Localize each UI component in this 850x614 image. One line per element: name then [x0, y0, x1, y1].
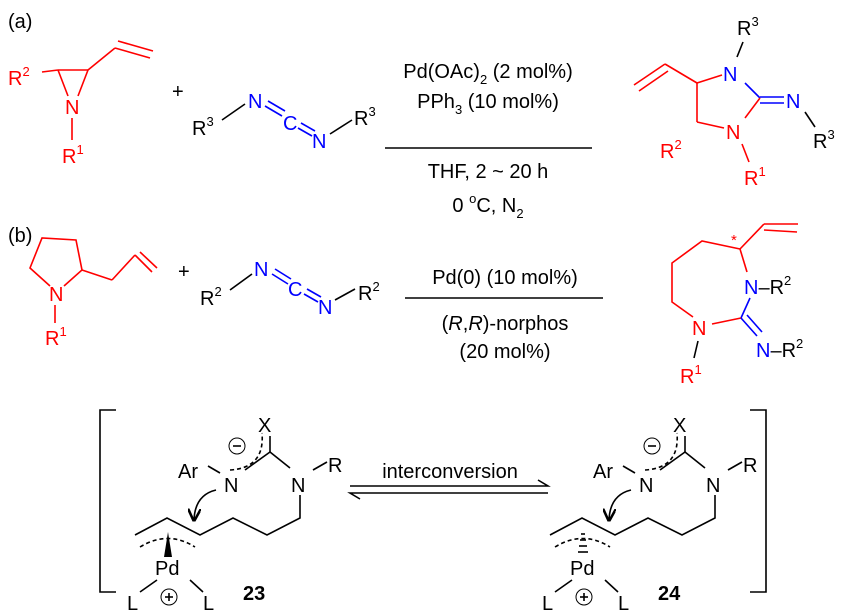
stereocenter-star: * — [731, 232, 737, 249]
r2-label: R2 — [358, 279, 380, 305]
r2-label: R2 — [200, 284, 222, 310]
hashed-bond — [578, 533, 588, 553]
panel-b-label: (b) — [8, 225, 32, 247]
c-atom: C — [283, 113, 297, 135]
n-atom: N — [723, 64, 737, 86]
r1-label: R1 — [45, 324, 67, 350]
ligand-l: L — [618, 593, 629, 614]
n-atom: N — [692, 318, 706, 340]
x-atom: X — [258, 415, 271, 437]
n-atom: N — [248, 91, 262, 113]
r1-label: R1 — [744, 164, 766, 190]
condition-ligand: PPh3 (10 mol%) — [417, 91, 559, 117]
condition-ligand: (R,R)-norphos — [442, 313, 569, 335]
compound-number-24: 24 — [658, 583, 681, 605]
n-r2-group: N–R2 — [744, 273, 791, 299]
aziridine-reactant: R2 N R1 — [8, 40, 154, 168]
ligand-l: L — [203, 593, 214, 614]
ligand-l: L — [127, 593, 138, 614]
r2-label: R2 — [660, 137, 682, 163]
pyrrolidine-reactant: N R1 — [29, 237, 158, 350]
n-atom: N — [49, 284, 63, 306]
r1-label: R1 — [680, 362, 702, 388]
condition-catalyst: Pd(OAc)2 (2 mol%) — [403, 61, 573, 87]
compound-number-23: 23 — [243, 583, 265, 605]
r3-label: R3 — [737, 14, 759, 40]
forward-arrow — [350, 479, 551, 487]
diazepine-product: * N–R2 N N–R2 R1 — [671, 223, 803, 388]
r2-label: R2 — [8, 64, 30, 90]
n-atom: N — [639, 475, 653, 497]
n-atom: N — [726, 122, 740, 144]
condition-catalyst: Pd(0) (10 mol%) — [432, 267, 578, 289]
ligand-l: L — [542, 593, 553, 614]
n-atom: N — [312, 131, 326, 153]
n-atom: N — [254, 259, 268, 281]
n-atom: N — [224, 475, 238, 497]
panel-a-label: (a) — [8, 11, 32, 33]
r3-label: R3 — [813, 127, 835, 153]
curved-arrow — [194, 489, 217, 520]
pd-atom: Pd — [570, 558, 594, 580]
right-bracket — [750, 409, 767, 593]
panel-a: (a) R2 N R1 + R3 N C N R3 — [8, 11, 835, 221]
curved-arrow — [609, 489, 632, 520]
ar-label: Ar — [593, 461, 613, 483]
r3-label: R3 — [192, 114, 214, 140]
positive-charge-icon — [160, 588, 178, 606]
r-label: R — [743, 455, 757, 477]
positive-charge-icon — [575, 588, 593, 606]
n-atom: N — [706, 475, 720, 497]
negative-charge-icon — [228, 437, 246, 455]
r1-label: R1 — [62, 142, 84, 168]
plus-sign: + — [172, 81, 184, 103]
aziridine-n: N — [65, 97, 79, 119]
n-atom: N — [291, 475, 305, 497]
pd-atom: Pd — [155, 558, 179, 580]
x-atom: X — [673, 415, 686, 437]
negative-charge-icon — [643, 437, 661, 455]
reverse-arrow — [347, 492, 548, 500]
r-label: R — [328, 455, 342, 477]
imidazolidine-product: N R3 N R3 N R2 R1 — [633, 14, 835, 190]
left-bracket — [99, 409, 116, 593]
plus-sign: + — [178, 261, 190, 283]
imine-n-atom: N — [786, 91, 800, 113]
condition-loading: (20 mol%) — [459, 341, 550, 363]
carbodiimide-reactant: R2 N C N R2 — [200, 259, 380, 319]
condition-solvent-time: THF, 2 ~ 20 h — [428, 161, 549, 183]
c-atom: C — [288, 279, 302, 301]
r3-label: R3 — [354, 104, 376, 130]
intermediate-24: X Ar N N R Pd L L — [542, 415, 757, 614]
panel-b: (b) N R1 + R2 N C N R2 Pd(0) (10 mol% — [8, 223, 803, 388]
mechanism-intermediates: X Ar N N R Pd L L 23 in — [99, 409, 767, 614]
carbodiimide-reactant: R3 N C N R3 — [192, 91, 376, 153]
intermediate-23: X Ar N N R Pd L L 23 — [127, 415, 342, 614]
ar-label: Ar — [178, 461, 198, 483]
wedge-bond — [164, 532, 172, 557]
imine-n-r2-group: N–R2 — [756, 336, 803, 362]
n-atom: N — [318, 297, 332, 319]
condition-temp-atmosphere: 0 oC, N2 — [452, 191, 523, 221]
interconversion-label: interconversion — [382, 461, 518, 483]
